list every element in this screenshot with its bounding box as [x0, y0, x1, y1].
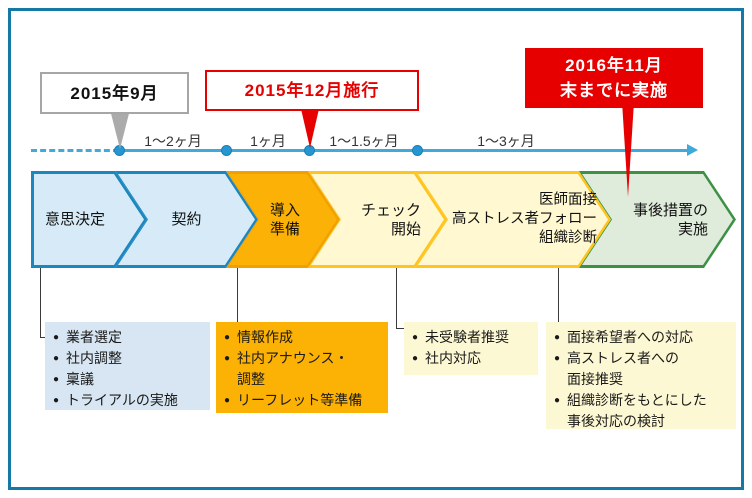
list-item-text: 稟議: [66, 371, 95, 387]
callout-2016-11: 2016年11月 末までに実施: [525, 48, 703, 108]
step-contract: 契約: [115, 171, 258, 268]
callout-pointer-red-spike-icon: [622, 106, 634, 197]
connector-3-hook: [396, 328, 405, 329]
timeline-dot-4: [412, 145, 423, 156]
list-item-text: リーフレット等準備: [237, 392, 363, 408]
connector-4: [558, 268, 559, 323]
bullet-icon: ●: [412, 332, 419, 343]
list-item: ● 業者選定: [53, 327, 202, 348]
step-decision: 意思決定: [31, 171, 147, 268]
duration-label-3: 1～1.5ヶ月: [329, 133, 399, 149]
detail-box-followup: ● 面接希望者への対応 ● 高ストレス者への 面接推奨 ● 組織診断をもとにした 事後…: [546, 322, 736, 429]
connector-2: [237, 268, 238, 323]
list-item: ● 面接希望者への対応: [554, 327, 728, 348]
list-item: ● 情報作成: [224, 327, 380, 348]
list-item: ● リーフレット等準備: [224, 390, 380, 411]
bullet-icon: ●: [224, 395, 231, 406]
bullet-icon: ●: [412, 353, 419, 364]
step-followup-label: 医師面接 高ストレス者フォロー 組織診断: [452, 192, 597, 246]
bullet-icon: ●: [53, 374, 60, 385]
list-item: ● トライアルの実施: [53, 390, 202, 411]
list-item-text: 未受験者推奨: [425, 329, 510, 345]
duration-label-2: 1ヶ月: [250, 133, 286, 149]
detail-box-preparation: ● 情報作成 ● 社内アナウンス・ 調整 ● リーフレット等準備: [216, 322, 388, 413]
list-item: ● 未受験者推奨: [412, 327, 530, 348]
outer-frame: [8, 8, 744, 490]
timeline-line: [119, 149, 689, 152]
list-item: ● 社内アナウンス・ 調整: [224, 348, 380, 390]
detail-list: ● 情報作成 ● 社内アナウンス・ 調整 ● リーフレット等準備: [224, 327, 380, 411]
duration-label-1: 1～2ヶ月: [144, 133, 202, 149]
step-followup: 医師面接 高ストレス者フォロー 組織診断: [415, 171, 611, 268]
list-item-text: 業者選定: [66, 329, 123, 345]
step-post-measures: 事後措置の 実施: [579, 171, 736, 268]
connector-1-hook: [40, 337, 46, 338]
list-item-text: 社内アナウンス・ 調整: [237, 350, 349, 387]
step-post-measures-label: 事後措置の 実施: [632, 201, 708, 238]
list-item-text: 社内調整: [66, 350, 123, 366]
list-item: ● 社内調整: [53, 348, 202, 369]
list-item: ● 組織診断をもとにした 事後対応の検討: [554, 390, 728, 432]
step-decision-label: 意思決定: [44, 211, 105, 228]
step-followup-fill: [418, 174, 608, 265]
detail-list: ● 未受験者推奨 ● 社内対応: [412, 327, 530, 369]
list-item: ● 稟議: [53, 369, 202, 390]
timeline-dot-2: [221, 145, 232, 156]
bullet-icon: ●: [224, 332, 231, 343]
bullet-icon: ●: [224, 353, 231, 364]
detail-list: ● 面接希望者への対応 ● 高ストレス者への 面接推奨 ● 組織診断をもとにした 事後…: [554, 327, 728, 432]
timeline-dashed-segment: [31, 149, 119, 152]
list-item-text: トライアルの実施: [66, 392, 178, 408]
list-item-text: 組織診断をもとにした 事後対応の検討: [567, 392, 707, 429]
list-item: ● 高ストレス者への 面接推奨: [554, 348, 728, 390]
detail-list: ● 業者選定 ● 社内調整 ● 稟議 ● トライアルの実施: [53, 327, 202, 411]
list-item-text: 面接希望者への対応: [567, 329, 694, 345]
step-check-start: チェック 開始: [308, 171, 447, 268]
bullet-icon: ●: [554, 353, 561, 364]
detail-box-decision: ● 業者選定 ● 社内調整 ● 稟議 ● トライアルの実施: [45, 322, 210, 410]
duration-label-4: 1～3ヶ月: [477, 133, 535, 149]
detail-box-check: ● 未受験者推奨 ● 社内対応: [404, 322, 538, 375]
list-item-text: 社内対応: [425, 350, 482, 366]
step-check-start-label: チェック 開始: [360, 201, 421, 238]
list-item-text: 高ストレス者への 面接推奨: [567, 350, 680, 387]
bullet-icon: ●: [53, 353, 60, 364]
bullet-icon: ●: [53, 332, 60, 343]
step-preparation-label: 導入 準備: [269, 201, 300, 238]
callout-2015-09: 2015年9月: [40, 72, 189, 114]
list-item-text: 情報作成: [237, 329, 294, 345]
list-item: ● 社内対応: [412, 348, 530, 369]
connector-1: [40, 268, 41, 338]
bullet-icon: ●: [53, 395, 60, 406]
bullet-icon: ●: [554, 395, 561, 406]
step-contract-label: 契約: [171, 211, 202, 228]
bullet-icon: ●: [554, 332, 561, 343]
callout-2015-12: 2015年12月施行: [205, 70, 419, 111]
step-preparation: 導入 準備: [226, 171, 340, 268]
timeline-arrowhead-icon: [687, 144, 698, 156]
connector-3: [396, 268, 397, 329]
